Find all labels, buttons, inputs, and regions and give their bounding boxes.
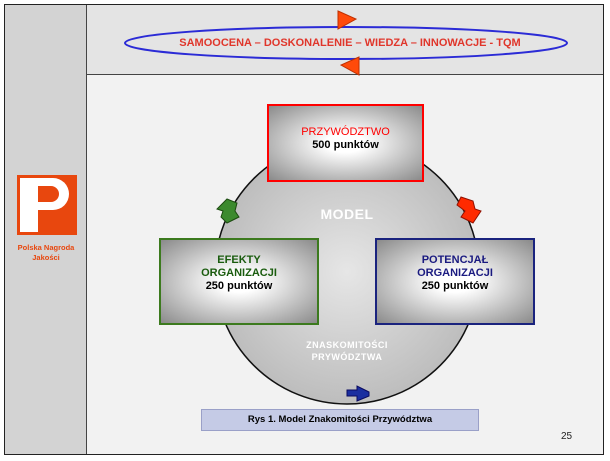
banner-arrow-top-icon xyxy=(337,10,358,30)
arrow-red-icon xyxy=(456,196,482,224)
diagram-graphics xyxy=(124,10,568,405)
banner-ellipse xyxy=(124,26,568,60)
box-przywodztwo: PRZYWÓDZTWO 500 punktów xyxy=(267,104,424,182)
header-banner-text: SAMOOCENA – DOSKONALENIE – WIEDZA – INNO… xyxy=(179,37,521,49)
logo-caption: Polska Nagroda Jakości xyxy=(5,243,87,263)
page-number: 25 xyxy=(561,431,573,442)
model-bottom-caption-line1: ZNASKOMITOŚCI xyxy=(306,340,388,350)
box-left-title-line1: EFEKTY xyxy=(217,254,261,266)
logo-text-line2: Jakości xyxy=(32,253,60,262)
logo-text-line1: Polska Nagroda xyxy=(17,243,75,252)
box-efekty-organizacji: EFEKTY ORGANIZACJI 250 punktów xyxy=(159,238,319,325)
box-potencjal-organizacji: POTENCJAŁ ORGANIZACJI 250 punktów xyxy=(375,238,535,325)
polska-nagroda-jakosci-logo-icon xyxy=(17,175,77,235)
box-right-title-line1: POTENCJAŁ xyxy=(421,254,489,266)
box-left-title-line2: ORGANIZACJI xyxy=(201,267,277,279)
model-center-label: MODEL xyxy=(320,206,374,222)
box-right-points: 250 punktów xyxy=(421,280,489,292)
model-bottom-caption: ZNASKOMITOŚCI PRYWÓDZTWA xyxy=(267,339,427,363)
model-bottom-caption-line2: PRYWÓDZTWA xyxy=(311,352,383,362)
slide: Polska Nagroda Jakości SAMOOCENA – DO xyxy=(4,4,604,455)
left-sidebar: Polska Nagroda Jakości xyxy=(5,5,87,454)
box-top-points: 500 punktów xyxy=(312,139,379,151)
arrow-blue-icon xyxy=(346,385,370,402)
arrow-green-icon xyxy=(216,198,240,224)
figure-caption: Rys 1. Model Znakomitości Przywództwa xyxy=(201,409,479,431)
box-top-title: PRZYWÓDZTWO xyxy=(301,126,390,138)
banner-arrow-bottom-icon xyxy=(339,56,360,76)
box-left-points: 250 punktów xyxy=(205,280,273,292)
box-right-title-line2: ORGANIZACJI xyxy=(417,267,493,279)
